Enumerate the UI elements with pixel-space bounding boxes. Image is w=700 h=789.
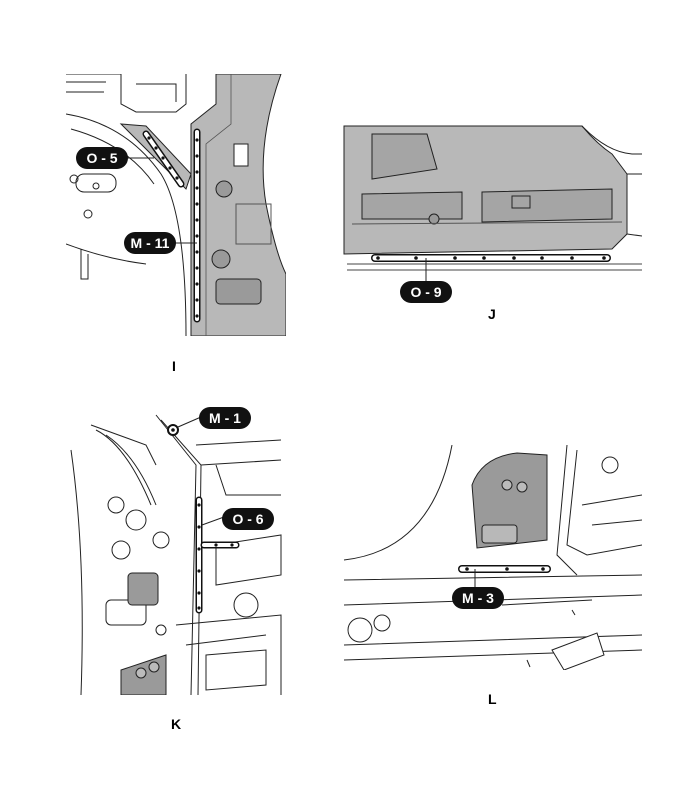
- callout-m-3-label: M - 3: [462, 590, 494, 606]
- callout-m-11: M - 11: [124, 232, 176, 254]
- callout-o-9: O - 9: [400, 281, 452, 303]
- callout-o-9-label: O - 9: [410, 284, 441, 300]
- callout-o-6-label: O - 6: [232, 511, 263, 527]
- callout-o-5: O - 5: [76, 147, 128, 169]
- diagram-panel-i: O - 5 M - 11: [66, 74, 286, 336]
- callout-m-11-label: M - 11: [131, 235, 170, 251]
- callout-m-3: M - 3: [452, 587, 504, 609]
- callout-o-5-label: O - 5: [86, 150, 117, 166]
- diagram-panel-l: M - 3: [342, 445, 642, 670]
- callout-m-1-label: M - 1: [209, 410, 241, 426]
- panel-l-drawing: M - 3: [343, 445, 642, 670]
- callout-o-6: O - 6: [222, 508, 274, 530]
- panel-label-k: K: [171, 716, 182, 732]
- diagram-panel-j: O - 9: [342, 124, 642, 304]
- panel-j-drawing: O - 9: [343, 125, 642, 303]
- panel-i-drawing: O - 5 M - 11: [66, 74, 286, 336]
- diagram-panel-k: M - 1 O - 6: [66, 405, 286, 695]
- panel-label-l: L: [488, 691, 497, 707]
- panel-label-j: J: [488, 306, 496, 322]
- panel-label-i: I: [172, 358, 176, 374]
- panel-k-drawing: M - 1 O - 6: [70, 407, 282, 695]
- callout-m-1: M - 1: [199, 407, 251, 429]
